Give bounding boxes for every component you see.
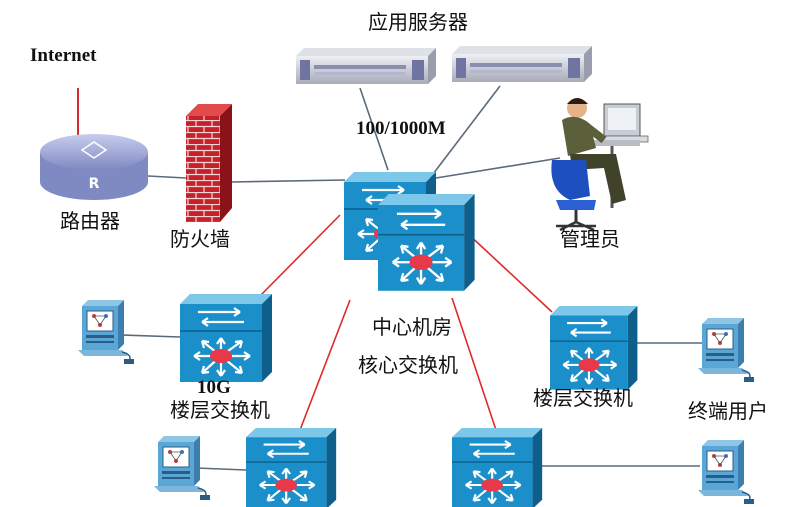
app-server-left-icon [296, 48, 436, 84]
label-end-user: 终端用户 [688, 399, 768, 423]
gray-links [121, 85, 702, 471]
label-floor-switch-10g: 楼层交换机 [170, 398, 270, 422]
label-app-servers: 应用服务器 [368, 10, 468, 34]
firewall-icon [186, 104, 232, 222]
floor-switch-bottom-right-icon [450, 426, 544, 507]
uplink-red-lines [257, 214, 553, 431]
floor-switch-10g-icon [178, 292, 274, 384]
label-router: 路由器 [60, 209, 120, 233]
floor-switch-bottom-left-icon [244, 426, 338, 507]
label-link-speed: 100/1000M [356, 118, 446, 139]
terminal-pc-icon [697, 439, 755, 505]
label-floor-switch-right: 楼层交换机 [533, 386, 633, 410]
label-admin: 管理员 [560, 227, 620, 251]
terminal-pc-icon [697, 317, 755, 383]
router-mark: R [89, 176, 100, 192]
label-firewall: 防火墙 [170, 227, 230, 251]
label-core-switch: 核心交换机 [358, 353, 458, 377]
terminal-pc-icon [77, 299, 135, 365]
label-10g: 10G [197, 377, 231, 398]
admin-icon [551, 98, 649, 232]
label-internet: Internet [30, 45, 97, 66]
label-core-room: 中心机房 [372, 315, 452, 339]
app-server-right-icon [452, 46, 592, 82]
core-switch-front-icon [376, 192, 476, 293]
floor-switch-right-icon [548, 304, 639, 391]
router-icon: R [40, 134, 148, 200]
